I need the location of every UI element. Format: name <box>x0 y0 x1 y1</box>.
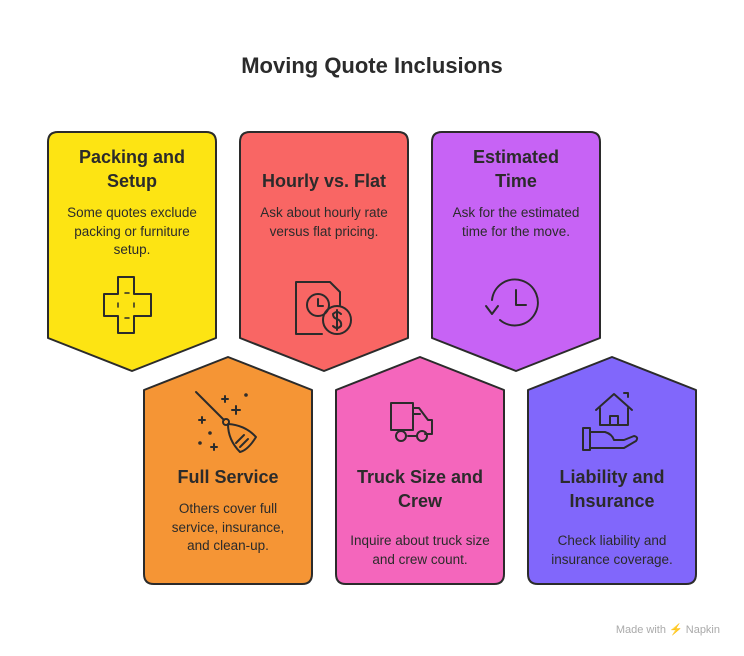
card-shape-liability <box>527 356 697 585</box>
card-shape-truck <box>335 356 505 585</box>
card-full-service: Full Service Others cover full service, … <box>144 465 312 556</box>
card-shape-time <box>431 131 601 372</box>
card-description: Others cover full service, insurance, an… <box>171 501 285 553</box>
card-hourly-vs-flat: Hourly vs. Flat Ask about hourly rate ve… <box>240 169 408 241</box>
card-description: Inquire about truck size and crew count. <box>350 533 490 567</box>
time-cost-icon <box>295 281 352 335</box>
card-title: Truck Size and Crew <box>356 467 484 511</box>
card-estimated-time: Estimated Time Ask for the estimated tim… <box>432 145 600 241</box>
card-shape-packing <box>47 131 217 372</box>
card-description: Check liability and insurance coverage. <box>551 533 673 567</box>
card-description: Some quotes exclude packing or furniture… <box>67 205 197 257</box>
card-shape-hourly <box>239 131 409 372</box>
clock-icon <box>485 278 539 327</box>
card-description: Ask for the estimated time for the move. <box>452 205 580 239</box>
bandage-icon <box>103 276 152 334</box>
card-title: Estimated Time <box>472 147 560 191</box>
card-shape-full <box>143 356 313 585</box>
broom-icon <box>195 391 257 453</box>
card-title: Hourly vs. Flat <box>261 171 387 191</box>
card-title: Packing and Setup <box>78 147 186 191</box>
card-liability-and-insurance: Liability and Insurance Check liability … <box>528 465 696 569</box>
card-description: Ask about hourly rate versus flat pricin… <box>260 205 388 239</box>
page-title: Moving Quote Inclusions <box>241 53 503 78</box>
card-packing-and-setup: Packing and Setup Some quotes exclude pa… <box>48 145 216 260</box>
house-hand-icon <box>582 392 639 451</box>
napkin-watermark: Made with ⚡ Napkin <box>615 624 720 636</box>
card-title: Full Service <box>177 467 279 487</box>
truck-icon <box>390 402 433 442</box>
card-title: Liability and Insurance <box>559 467 665 511</box>
card-truck-size-and-crew: Truck Size and Crew Inquire about truck … <box>336 465 504 569</box>
